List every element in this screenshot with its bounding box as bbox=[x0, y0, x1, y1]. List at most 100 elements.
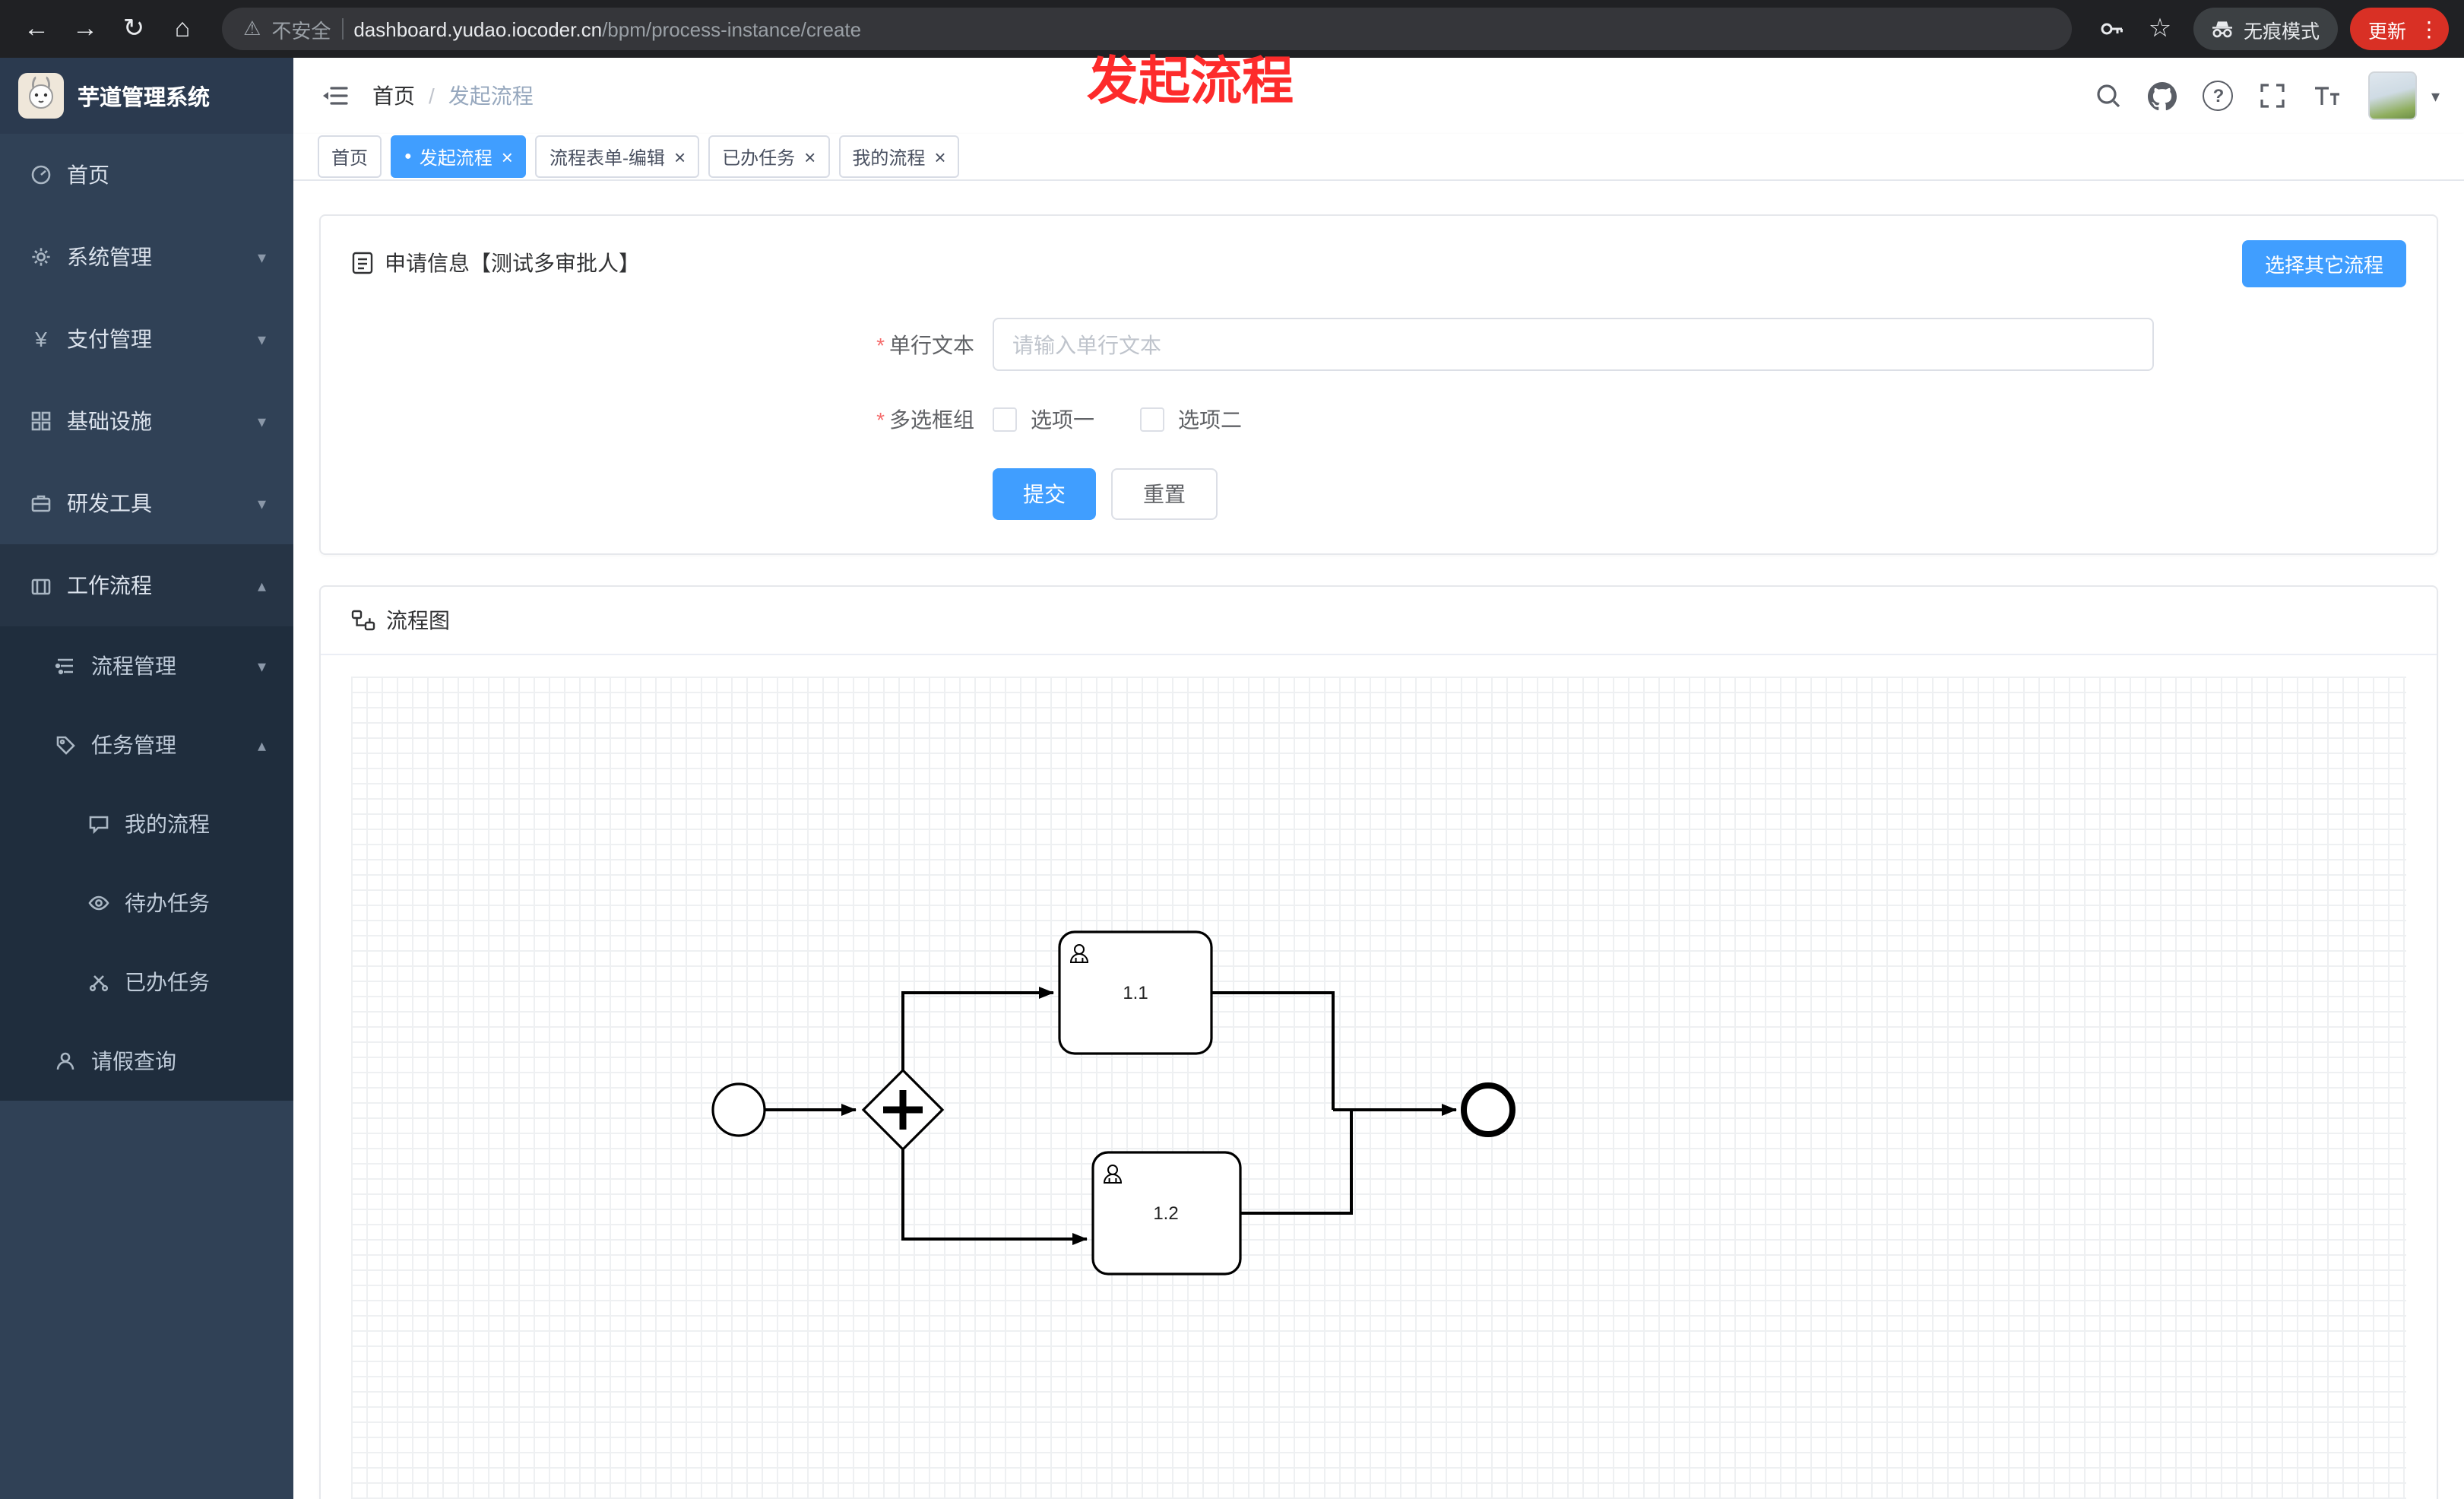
tab-home[interactable]: 首页 bbox=[318, 135, 382, 178]
scissors-icon bbox=[89, 975, 109, 992]
document-icon bbox=[352, 251, 373, 274]
flow-diagram-icon bbox=[351, 610, 375, 631]
url-domain: dashboard.yudao.iocoder.cn bbox=[353, 17, 603, 40]
app-logo[interactable]: 芋道管理系统 bbox=[0, 58, 293, 134]
sidebar-item-todo-tasks[interactable]: 待办任务 bbox=[0, 864, 293, 943]
tab-close-icon[interactable]: × bbox=[501, 145, 513, 168]
refresh-icon[interactable]: ↻ bbox=[122, 14, 145, 43]
sidebar-item-system[interactable]: 系统管理 ▾ bbox=[0, 216, 293, 298]
tab-label: 首页 bbox=[331, 147, 369, 168]
breadcrumb-current: 发起流程 bbox=[448, 84, 534, 108]
bpmn-canvas[interactable]: 1.1 1.2 bbox=[351, 677, 2406, 1499]
incognito-label: 无痕模式 bbox=[2243, 21, 2320, 42]
start-event[interactable] bbox=[711, 1082, 766, 1137]
url-path: /bpm/process-instance/create bbox=[602, 17, 862, 40]
forward-icon[interactable]: → bbox=[72, 14, 98, 43]
tab-label: 我的流程 bbox=[852, 147, 926, 168]
person-icon bbox=[56, 1052, 74, 1070]
sidebar-item-task-management[interactable]: 任务管理 ▴ bbox=[0, 705, 293, 784]
submit-button[interactable]: 提交 bbox=[993, 468, 1096, 520]
incognito-icon bbox=[2212, 21, 2232, 38]
help-icon[interactable]: ? bbox=[2203, 81, 2234, 111]
flow-gateway-to-task2[interactable] bbox=[901, 1149, 1088, 1245]
breadcrumb-separator: / bbox=[429, 84, 435, 108]
user-avatar[interactable] bbox=[2368, 71, 2418, 120]
user-task-icon bbox=[1069, 944, 1089, 963]
sidebar-item-label: 任务管理 bbox=[91, 733, 176, 757]
browser-menu-icon[interactable]: ⋮ bbox=[2418, 17, 2440, 41]
sidebar-item-infrastructure[interactable]: 基础设施 ▾ bbox=[0, 380, 293, 462]
sidebar-item-leave-query[interactable]: 请假查询 bbox=[0, 1022, 293, 1101]
breadcrumb-home[interactable]: 首页 bbox=[372, 84, 415, 108]
chevron-up-icon: ▴ bbox=[257, 737, 266, 755]
tab-done-tasks[interactable]: 已办任务 × bbox=[708, 135, 830, 178]
sidebar-item-label: 流程管理 bbox=[91, 654, 176, 678]
checkbox-group-label: *多选框组 bbox=[876, 407, 974, 432]
tab-my-processes[interactable]: 我的流程 × bbox=[838, 135, 960, 178]
chat-bubble-icon bbox=[89, 816, 109, 835]
chevron-up-icon: ▴ bbox=[257, 577, 266, 595]
sidebar-item-my-processes[interactable]: 我的流程 bbox=[0, 784, 293, 864]
tab-close-icon[interactable]: × bbox=[934, 145, 946, 168]
sidebar-item-label: 待办任务 bbox=[125, 891, 210, 915]
task-label: 1.2 bbox=[1153, 1203, 1178, 1224]
overlay-annotation: 发起流程 bbox=[1087, 53, 1294, 111]
address-bar[interactable]: ⚠ 不安全 dashboard.yudao.iocoder.cn/bpm/pro… bbox=[222, 8, 2072, 50]
user-task-2[interactable]: 1.2 bbox=[1091, 1151, 1242, 1276]
sidebar-item-payment[interactable]: ¥ 支付管理 ▾ bbox=[0, 298, 293, 380]
avatar-caret-icon[interactable]: ▾ bbox=[2431, 87, 2440, 106]
github-icon[interactable] bbox=[2148, 81, 2177, 110]
tab-form-edit[interactable]: 流程表单-编辑 × bbox=[535, 135, 700, 178]
eye-icon bbox=[88, 895, 109, 911]
checkbox-option-2[interactable]: 选项二 bbox=[1140, 404, 1242, 435]
sidebar-item-label: 工作流程 bbox=[67, 573, 152, 597]
tab-label: 已办任务 bbox=[722, 147, 796, 168]
apply-card: 申请信息【测试多审批人】 选择其它流程 *单行文本 *多选框组 bbox=[319, 214, 2438, 555]
sidebar-item-devtools[interactable]: 研发工具 ▾ bbox=[0, 462, 293, 544]
flow-card-title: 流程图 bbox=[386, 608, 450, 632]
end-event[interactable] bbox=[1461, 1082, 1515, 1137]
tab-close-icon[interactable]: × bbox=[673, 145, 686, 168]
search-icon[interactable] bbox=[2095, 82, 2123, 109]
bpmn-diagram: 1.1 1.2 bbox=[711, 930, 1515, 1276]
tab-create-process[interactable]: ● 发起流程 × bbox=[391, 135, 527, 178]
font-size-icon[interactable] bbox=[2313, 84, 2343, 108]
tab-close-icon[interactable]: × bbox=[804, 145, 816, 168]
tabs-bar: 首页 ● 发起流程 × 流程表单-编辑 × 已办任务 × 我的流程 × bbox=[293, 134, 2464, 181]
tab-label: 流程表单-编辑 bbox=[549, 147, 665, 168]
password-key-icon[interactable] bbox=[2090, 8, 2133, 50]
flow-task1-merge[interactable] bbox=[1211, 991, 1335, 1110]
update-button[interactable]: 更新 ⋮ bbox=[2349, 8, 2449, 50]
checkbox-label: 选项二 bbox=[1178, 407, 1242, 432]
sidebar-item-label: 首页 bbox=[67, 163, 109, 187]
gear-icon bbox=[32, 248, 50, 266]
flow-card: 流程图 bbox=[319, 585, 2438, 1499]
bookmark-star-icon[interactable]: ☆ bbox=[2148, 14, 2172, 43]
sidebar-item-home[interactable]: 首页 bbox=[0, 134, 293, 216]
sidebar-item-done-tasks[interactable]: 已办任务 bbox=[0, 943, 293, 1022]
required-mark: * bbox=[876, 332, 885, 357]
chevron-down-icon: ▾ bbox=[257, 331, 266, 349]
checkbox-option-1[interactable]: 选项一 bbox=[993, 404, 1094, 435]
sidebar-item-label: 基础设施 bbox=[67, 409, 152, 433]
home-icon[interactable]: ⌂ bbox=[174, 14, 191, 43]
task-label: 1.1 bbox=[1123, 983, 1148, 1003]
single-text-input[interactable] bbox=[993, 318, 2154, 371]
chevron-down-icon: ▾ bbox=[257, 658, 266, 676]
user-task-1[interactable]: 1.1 bbox=[1058, 930, 1213, 1055]
back-icon[interactable]: ← bbox=[24, 14, 49, 43]
sidebar-toggle[interactable] bbox=[315, 76, 354, 116]
sidebar-item-label: 我的流程 bbox=[125, 812, 210, 836]
sidebar-item-process-management[interactable]: 流程管理 ▾ bbox=[0, 626, 293, 705]
sidebar-item-workflow[interactable]: 工作流程 ▴ bbox=[0, 544, 293, 626]
parallel-gateway[interactable] bbox=[861, 1068, 945, 1152]
choose-other-process-button[interactable]: 选择其它流程 bbox=[2241, 240, 2406, 287]
security-label: 不安全 bbox=[271, 19, 331, 42]
flow-task2-merge[interactable] bbox=[1240, 1110, 1353, 1215]
page-url: dashboard.yudao.iocoder.cn/bpm/process-i… bbox=[353, 17, 861, 40]
required-mark: * bbox=[876, 407, 885, 432]
fullscreen-icon[interactable] bbox=[2260, 82, 2287, 109]
flow-gateway-to-task1[interactable] bbox=[901, 987, 1054, 1070]
reset-button[interactable]: 重置 bbox=[1111, 468, 1218, 520]
